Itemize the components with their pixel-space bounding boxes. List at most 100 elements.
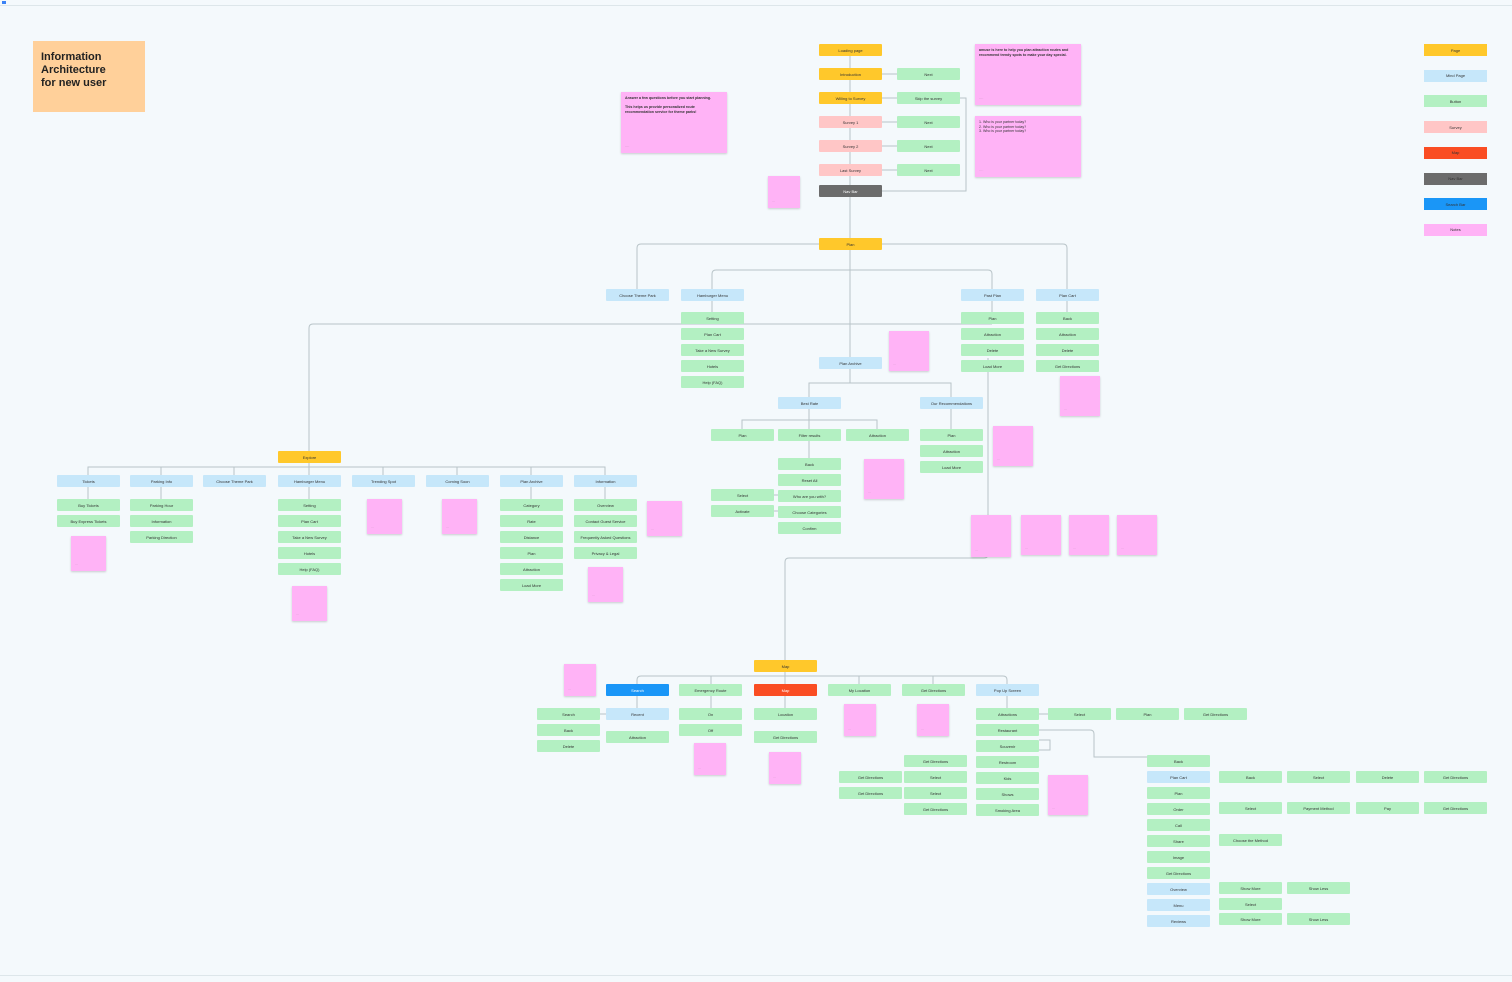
node-parking-item-1: Parking Hour: [130, 499, 193, 511]
connector-60: [1039, 739, 1051, 751]
node-search-item-3: Delete: [537, 740, 600, 752]
node-plan-hamburger-item-4: Hotels: [681, 360, 744, 372]
node-past-plan: Past Plan: [961, 289, 1024, 301]
node-survey-2: Survey 2: [819, 140, 882, 152]
node-search-item-2: Back: [537, 724, 600, 736]
node-map-root: Map: [754, 660, 817, 672]
note-signature: · · · ·: [625, 146, 630, 149]
node-left-col2-item-3: Select: [904, 787, 967, 799]
note-signature: · · ·: [1121, 548, 1125, 551]
sticky-note-8: · · ·: [442, 499, 477, 534]
node-tickets-item-1: Buy Tickets: [57, 499, 120, 511]
node-left-col2-item-1: Get Directions: [904, 755, 967, 767]
node-plan-archive: Plan Archive: [819, 357, 882, 369]
node-restaurant-item-9: Overview: [1147, 883, 1210, 895]
connector-26: [741, 409, 810, 429]
node-information-item-4: Privacy & Legal: [574, 547, 637, 559]
node-trending-spot: Trending Spot: [352, 475, 415, 487]
node-explore: Explore: [278, 451, 341, 463]
node-explore-hamburger-item-1: Setting: [278, 499, 341, 511]
node-emergency-item-2: Off: [679, 724, 742, 736]
node-map: Map: [754, 684, 817, 696]
node-restaurant-item-11: Reviews: [1147, 915, 1210, 927]
node-best-rate-plan: Plan: [711, 429, 774, 441]
sticky-note-19: · · ·: [694, 743, 726, 775]
node-next-3: Next: [897, 140, 960, 152]
node-parking-item-2: Information: [130, 515, 193, 527]
node-reco-item-3: Load More: [920, 461, 983, 473]
node-my-location: My Location: [828, 684, 891, 696]
node-filter-item-3: Who are you with?: [778, 490, 841, 502]
node-overview-more: Show More: [1219, 882, 1282, 894]
node-restaurant-item-2: Plan Cart: [1147, 771, 1210, 783]
node-explore-archive-item-3: Distance: [500, 531, 563, 543]
node-left-col2-item-4: Get Directions: [904, 803, 967, 815]
node-plan-hamburger-item-5: Help (FAQ): [681, 376, 744, 388]
note-intro: Answer a few questions before you start …: [621, 92, 727, 153]
node-restaurant-item-5: Call: [1147, 819, 1210, 831]
sticky-note-6: · · ·: [71, 536, 106, 571]
node-information-item-1: Overview: [574, 499, 637, 511]
legend-navbar: Nav Bar: [1424, 172, 1487, 185]
node-map-get-directions: Get Directions: [754, 731, 817, 743]
note-survey-text: 1. Who is your partner today? 2. Who is …: [979, 120, 1027, 134]
node-explore-plan-archive: Plan Archive: [500, 475, 563, 487]
node-parking-info: Parking Info: [130, 475, 193, 487]
sticky-note-7: · · ·: [367, 499, 402, 534]
node-filter-activate: Activate: [711, 505, 774, 517]
sticky-note-11: · · ·: [292, 586, 327, 621]
note-signature: · · ·: [568, 689, 572, 692]
node-information: Information: [574, 475, 637, 487]
connector-15: [636, 243, 819, 289]
node-emergency-item-1: On: [679, 708, 742, 720]
sticky-note-18: · · ·: [917, 704, 949, 736]
sticky-note-9: · · ·: [647, 501, 682, 536]
node-restaurant-item-3: Plan: [1147, 787, 1210, 799]
legend-btn: Button: [1424, 95, 1487, 108]
node-coming-soon: Coming Soon: [426, 475, 489, 487]
node-filter-item-4: Choose Categories: [778, 506, 841, 518]
node-recent: Recent: [606, 708, 669, 720]
node-plancart-row-4: Get Directions: [1424, 771, 1487, 783]
sticky-note-1: · · ·: [768, 176, 800, 208]
node-parking-item-3: Parking Direction: [130, 531, 193, 543]
node-popup-item-2: Restaurant: [976, 724, 1039, 736]
node-past-plan-item-3: Delete: [961, 344, 1024, 356]
node-popup-item-1: Attractions: [976, 708, 1039, 720]
sticky-note-13: · · ·: [1021, 515, 1061, 555]
sticky-note-21: · · ·: [1048, 775, 1088, 815]
connector-16: [882, 243, 1068, 289]
node-plan-cart: Plan Cart: [1036, 289, 1099, 301]
sticky-note-17: · · ·: [844, 704, 876, 736]
note-signature: · · ·: [1073, 548, 1077, 551]
sticky-note-5: · · ·: [864, 459, 904, 499]
node-our-recommendations: Our Recommendations: [920, 397, 983, 409]
node-popup-item-6: Shows: [976, 788, 1039, 800]
legend-note: Notes: [1424, 223, 1487, 236]
node-attraction-directions: Get Directions: [1184, 708, 1247, 720]
note-signature: · · ·: [651, 529, 655, 532]
node-best-rate: Best Rate: [778, 397, 841, 409]
note-signature: · · · ·: [979, 170, 984, 173]
connector-12: [882, 97, 967, 192]
legend-page: Page: [1424, 44, 1487, 56]
note-signature: · · ·: [75, 564, 79, 567]
node-restaurant-item-7: Image: [1147, 851, 1210, 863]
node-next-4: Next: [897, 164, 960, 176]
diagram-title: Information Architecture for new user: [33, 41, 145, 112]
node-overview-less: Show Less: [1287, 882, 1350, 894]
node-menu-select: Select: [1219, 898, 1282, 910]
bottom-border: [0, 975, 1512, 976]
sticky-note-15: · · ·: [1117, 515, 1157, 555]
node-plan-hamburger-item-2: Plan Cart: [681, 328, 744, 340]
node-search-bar: Search: [606, 684, 669, 696]
note-signature: · · ·: [868, 492, 872, 495]
node-order-row-4: Get Directions: [1424, 802, 1487, 814]
node-left-col2-item-2: Select: [904, 771, 967, 783]
note-intro-text: Answer a few questions before you start …: [625, 96, 712, 115]
node-past-plan-item-4: Load More: [961, 360, 1024, 372]
connector-27: [809, 419, 878, 429]
node-next-1: Next: [897, 68, 960, 80]
node-last-survey: Last Survey: [819, 164, 882, 176]
